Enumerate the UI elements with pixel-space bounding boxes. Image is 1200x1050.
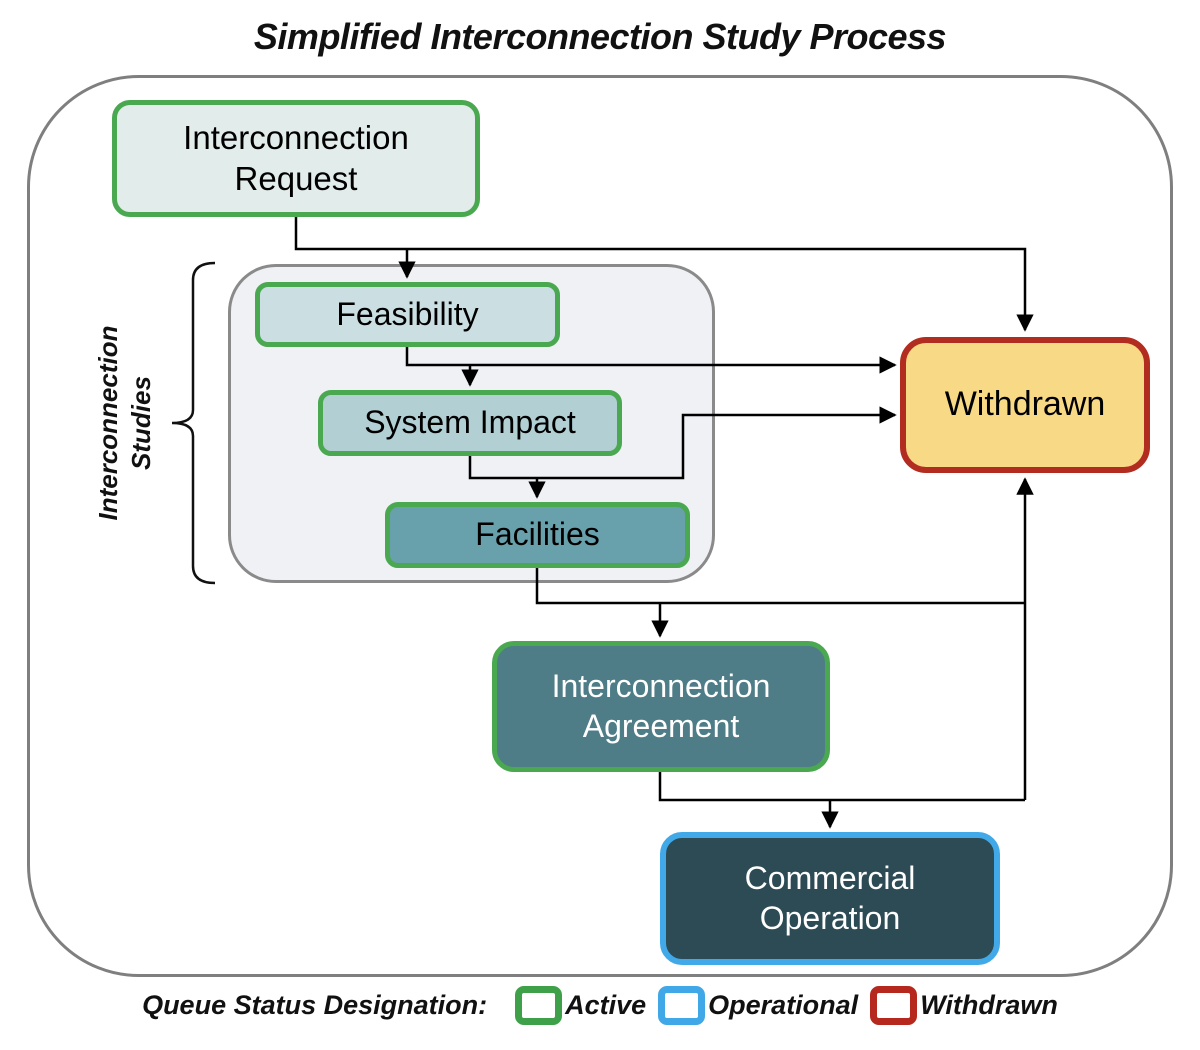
node-system-impact-label: System Impact (364, 404, 576, 441)
arrow-request-to-withdrawn (294, 217, 1034, 332)
legend-label-active: Active (565, 990, 647, 1020)
legend-item-withdrawn: Withdrawn (870, 986, 1058, 1025)
arrow-feasibility-to-withdrawn (405, 347, 897, 374)
node-agreement-line1: Interconnection (551, 668, 771, 705)
studies-group-label-line1: Interconnection (93, 325, 123, 521)
node-facilities: Facilities (385, 502, 690, 568)
withdrawn-status-swatch-icon (870, 986, 918, 1025)
active-status-swatch-icon (515, 986, 563, 1025)
legend-item-operational: Operational (658, 986, 858, 1025)
line-facilities-branch (535, 568, 1025, 605)
node-commercial-operation: Commercial Operation (660, 832, 1000, 965)
legend-label-withdrawn: Withdrawn (920, 990, 1058, 1020)
studies-group-label-line2: Studies (125, 376, 156, 470)
operational-status-swatch-icon (658, 986, 706, 1025)
node-facilities-label: Facilities (475, 516, 600, 553)
node-request-line1: Interconnection (183, 119, 409, 157)
node-interconnection-agreement: Interconnection Agreement (492, 641, 830, 772)
node-agreement-line2: Agreement (582, 707, 740, 744)
arrow-system-impact-to-withdrawn (468, 406, 897, 480)
node-request-line2: Request (234, 159, 358, 197)
line-agreement-branch (658, 772, 1025, 802)
node-withdrawn: Withdrawn (900, 337, 1150, 473)
legend-item-active: Active (515, 986, 646, 1025)
node-commercial-line1: Commercial (744, 860, 916, 897)
node-feasibility-label: Feasibility (336, 295, 479, 332)
legend-title: Queue Status Designation: (142, 990, 488, 1020)
diagram-title: Simplified Interconnection Study Process (253, 16, 947, 57)
node-system-impact: System Impact (318, 390, 622, 456)
legend-label-operational: Operational (708, 990, 859, 1020)
node-withdrawn-label: Withdrawn (944, 385, 1106, 424)
node-feasibility: Feasibility (255, 282, 560, 347)
node-interconnection-request: Interconnection Request (112, 100, 480, 217)
node-commercial-line2: Operation (759, 899, 901, 936)
studies-brace (171, 261, 216, 585)
legend: Queue Status Designation: Active Operati… (0, 986, 1200, 1025)
studies-group-label: Interconnection Studies (92, 273, 168, 573)
